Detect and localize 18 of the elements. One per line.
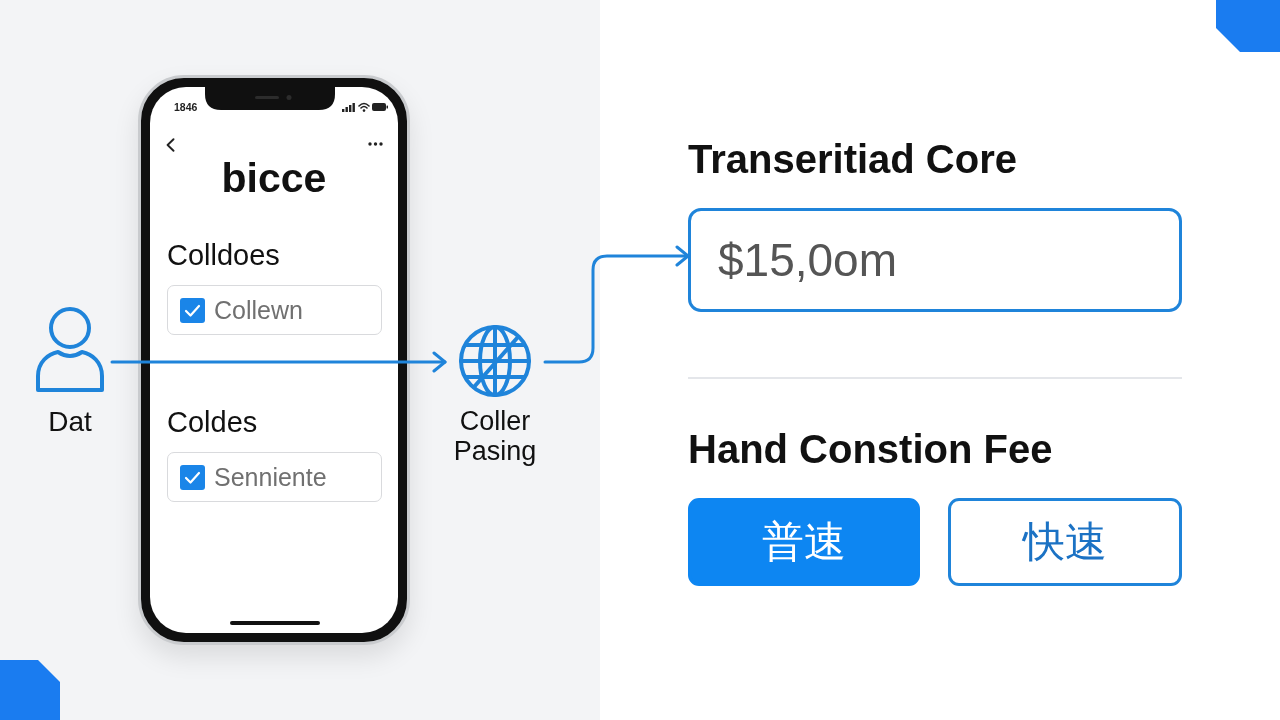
speed-option-button: 普速 — [688, 498, 920, 586]
option-label: Collewn — [214, 295, 303, 325]
user-label: Dat — [48, 406, 92, 438]
screen-title: bicce — [221, 155, 327, 202]
checkbox-option — [167, 285, 382, 335]
section-heading: Transeritiad Core — [688, 136, 1017, 182]
arrow — [110, 351, 447, 373]
arrow — [543, 245, 690, 364]
amount-input-field: $15,0om — [688, 208, 1182, 312]
settings-panel — [600, 0, 1280, 720]
status-time: 1846 — [174, 101, 198, 113]
speed-option-button: 快速 — [948, 498, 1182, 586]
section-heading: Hand Constion Fee — [688, 426, 1053, 472]
option-label: Senniente — [214, 462, 327, 492]
section-label: Colldoes — [167, 239, 280, 272]
section-label: Coldes — [167, 406, 258, 439]
checkbox-option — [167, 452, 382, 502]
node-label: Coller Pasing — [452, 406, 538, 466]
